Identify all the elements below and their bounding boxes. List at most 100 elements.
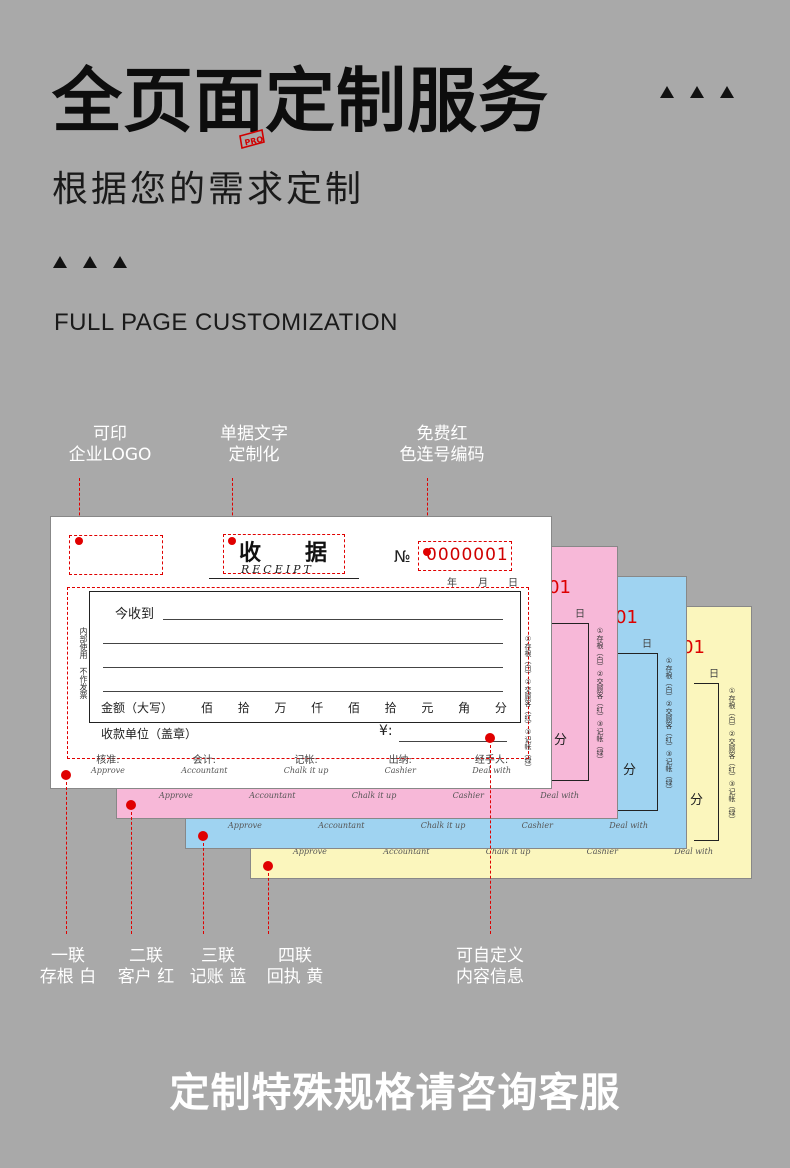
serial-partial: 01 [615,607,638,628]
sig-deal-zh: 经手人: [474,755,509,766]
callout-copy1-line2: 存根 白 [39,967,97,987]
sig-accountant: Accountant [383,847,430,856]
sig-chalk: Chalk it up [351,791,397,800]
side-note: ①存根（白）②交顾客（红）③记帐（绿） [596,627,604,763]
pro-badge-icon: PRO [239,128,265,150]
side-note: ①存根（白）②交顾客（红）③记帐（绿） [728,687,736,823]
unit: 拾 [237,701,250,715]
callout-copy3-line [203,843,204,934]
page-title: 全页面定制服务 [52,60,549,142]
custom-content-area [67,587,529,759]
callout-custom-line1: 可自定义 [456,946,524,966]
date-day-label: 日 [508,578,518,589]
callout-serial-line1: 免费红 [416,424,468,444]
serial-partial: 01 [682,637,705,658]
marker-dot-copy2 [126,800,136,810]
unit: 万 [274,701,287,715]
title-box [223,534,345,574]
callout-copy2-line [131,812,132,934]
callout-custom-line [490,745,491,934]
sig-chalk-zh: 记帐: [294,755,318,766]
sig-approve-zh: 核准: [96,755,120,766]
triangle-icon [660,86,674,98]
callout-logo-line [79,478,80,540]
unit: 仟 [311,701,324,715]
pro-badge-label: PRO [244,135,264,148]
sig-deal: Deal with [609,821,648,830]
callout-logo-line1: 可印 [93,424,127,444]
sig-deal: 经手人:Deal with [472,751,511,775]
date-month-label: 月 [478,578,488,589]
sig-approve-en: Approve [91,766,125,775]
sig-chalk-en: Chalk it up [283,766,329,775]
marker-dot-title [228,537,236,545]
signature-row: 核准:Approve 会计:Accountant 记帐:Chalk it up … [91,751,511,775]
yen-label: ¥: [379,723,393,739]
marker-dot-copy4 [263,861,273,871]
callout-copy3-line2: 记账 蓝 [189,967,247,987]
receipt-title: 收 据 [239,541,328,566]
sig-deal-en: Deal with [472,766,511,775]
callout-custom-line2: 内容信息 [456,967,524,987]
line-received [163,619,503,620]
serial-partial: 01 [548,577,571,598]
signature-row: Approve Accountant Chalk it up Cashier D… [293,847,713,856]
triangle-icon [83,256,97,268]
unit: 拾 [384,701,397,715]
line-3 [103,667,503,668]
callout-copy4-line2: 回执 黄 [266,967,324,987]
line-4 [103,691,503,692]
logo-placeholder [69,535,163,575]
callout-logo-line2: 企业LOGO [68,445,152,465]
callout-copy2: 二联 客户 红 [106,946,186,988]
sig-cashier: Cashier [452,791,484,800]
unit: 分 [494,701,507,715]
unit: 角 [458,701,471,715]
callout-text-line1: 单据文字 [220,424,288,444]
triangle-group-left [53,256,127,268]
form-box [617,653,658,811]
sig-cashier: Cashier [521,821,553,830]
amount-label: 金额（大写） [101,701,174,715]
line-2 [103,643,503,644]
callout-copy4-line1: 四联 [278,946,312,966]
sig-deal: Deal with [674,847,713,856]
sig-chalk: Chalk it up [485,847,531,856]
sig-cashier: Cashier [586,847,618,856]
callout-copy3-line1: 三联 [201,946,235,966]
callout-serial: 免费红 色连号编码 [382,424,502,466]
callout-logo: 可印 企业LOGO [60,424,160,466]
callout-serial-line2: 色连号编码 [399,445,485,465]
amount-units: 佰 拾 万 仟 佰 拾 元 角 分 [201,699,507,716]
callout-text-line [232,478,233,540]
signature-row: Approve Accountant Chalk it up Cashier D… [159,791,579,800]
fen-label: 分 [622,763,636,778]
sig-approve: Approve [228,821,262,830]
fen-label: 分 [553,733,567,748]
side-note: ①存根（白）②交顾客（红）③记帐（绿） [665,657,673,793]
callout-copy1: 一联 存根 白 [28,946,108,988]
sig-approve: Approve [293,847,327,856]
callout-copy3: 三联 记账 蓝 [178,946,258,988]
callout-text: 单据文字 定制化 [204,424,304,466]
sig-approve: 核准:Approve [91,751,125,775]
callout-custom: 可自定义 内容信息 [438,946,542,988]
sig-accountant-zh: 会计: [192,755,217,766]
sig-chalk: 记帐:Chalk it up [284,751,329,775]
triangle-group-top-right [660,86,734,98]
date-day-label: 日 [642,639,652,650]
form-box [89,591,521,723]
english-subtitle: FULL PAGE CUSTOMIZATION [54,309,398,336]
unit: 佰 [347,701,360,715]
receipt-copy-white: 收 据 RECEIPT № 0000001 年 月 日 内部使用 不作发票 今收… [50,516,552,789]
callout-copy4: 四联 回执 黄 [255,946,335,988]
triangle-icon [720,86,734,98]
form-box [694,683,719,841]
triangle-icon [113,256,127,268]
sig-accountant: Accountant [249,791,296,800]
triangle-icon [53,256,67,268]
unit: 元 [421,701,434,715]
marker-dot-copy1 [61,770,71,780]
sig-cashier-zh: 出纳: [388,755,412,766]
marker-dot-logo [75,537,83,545]
